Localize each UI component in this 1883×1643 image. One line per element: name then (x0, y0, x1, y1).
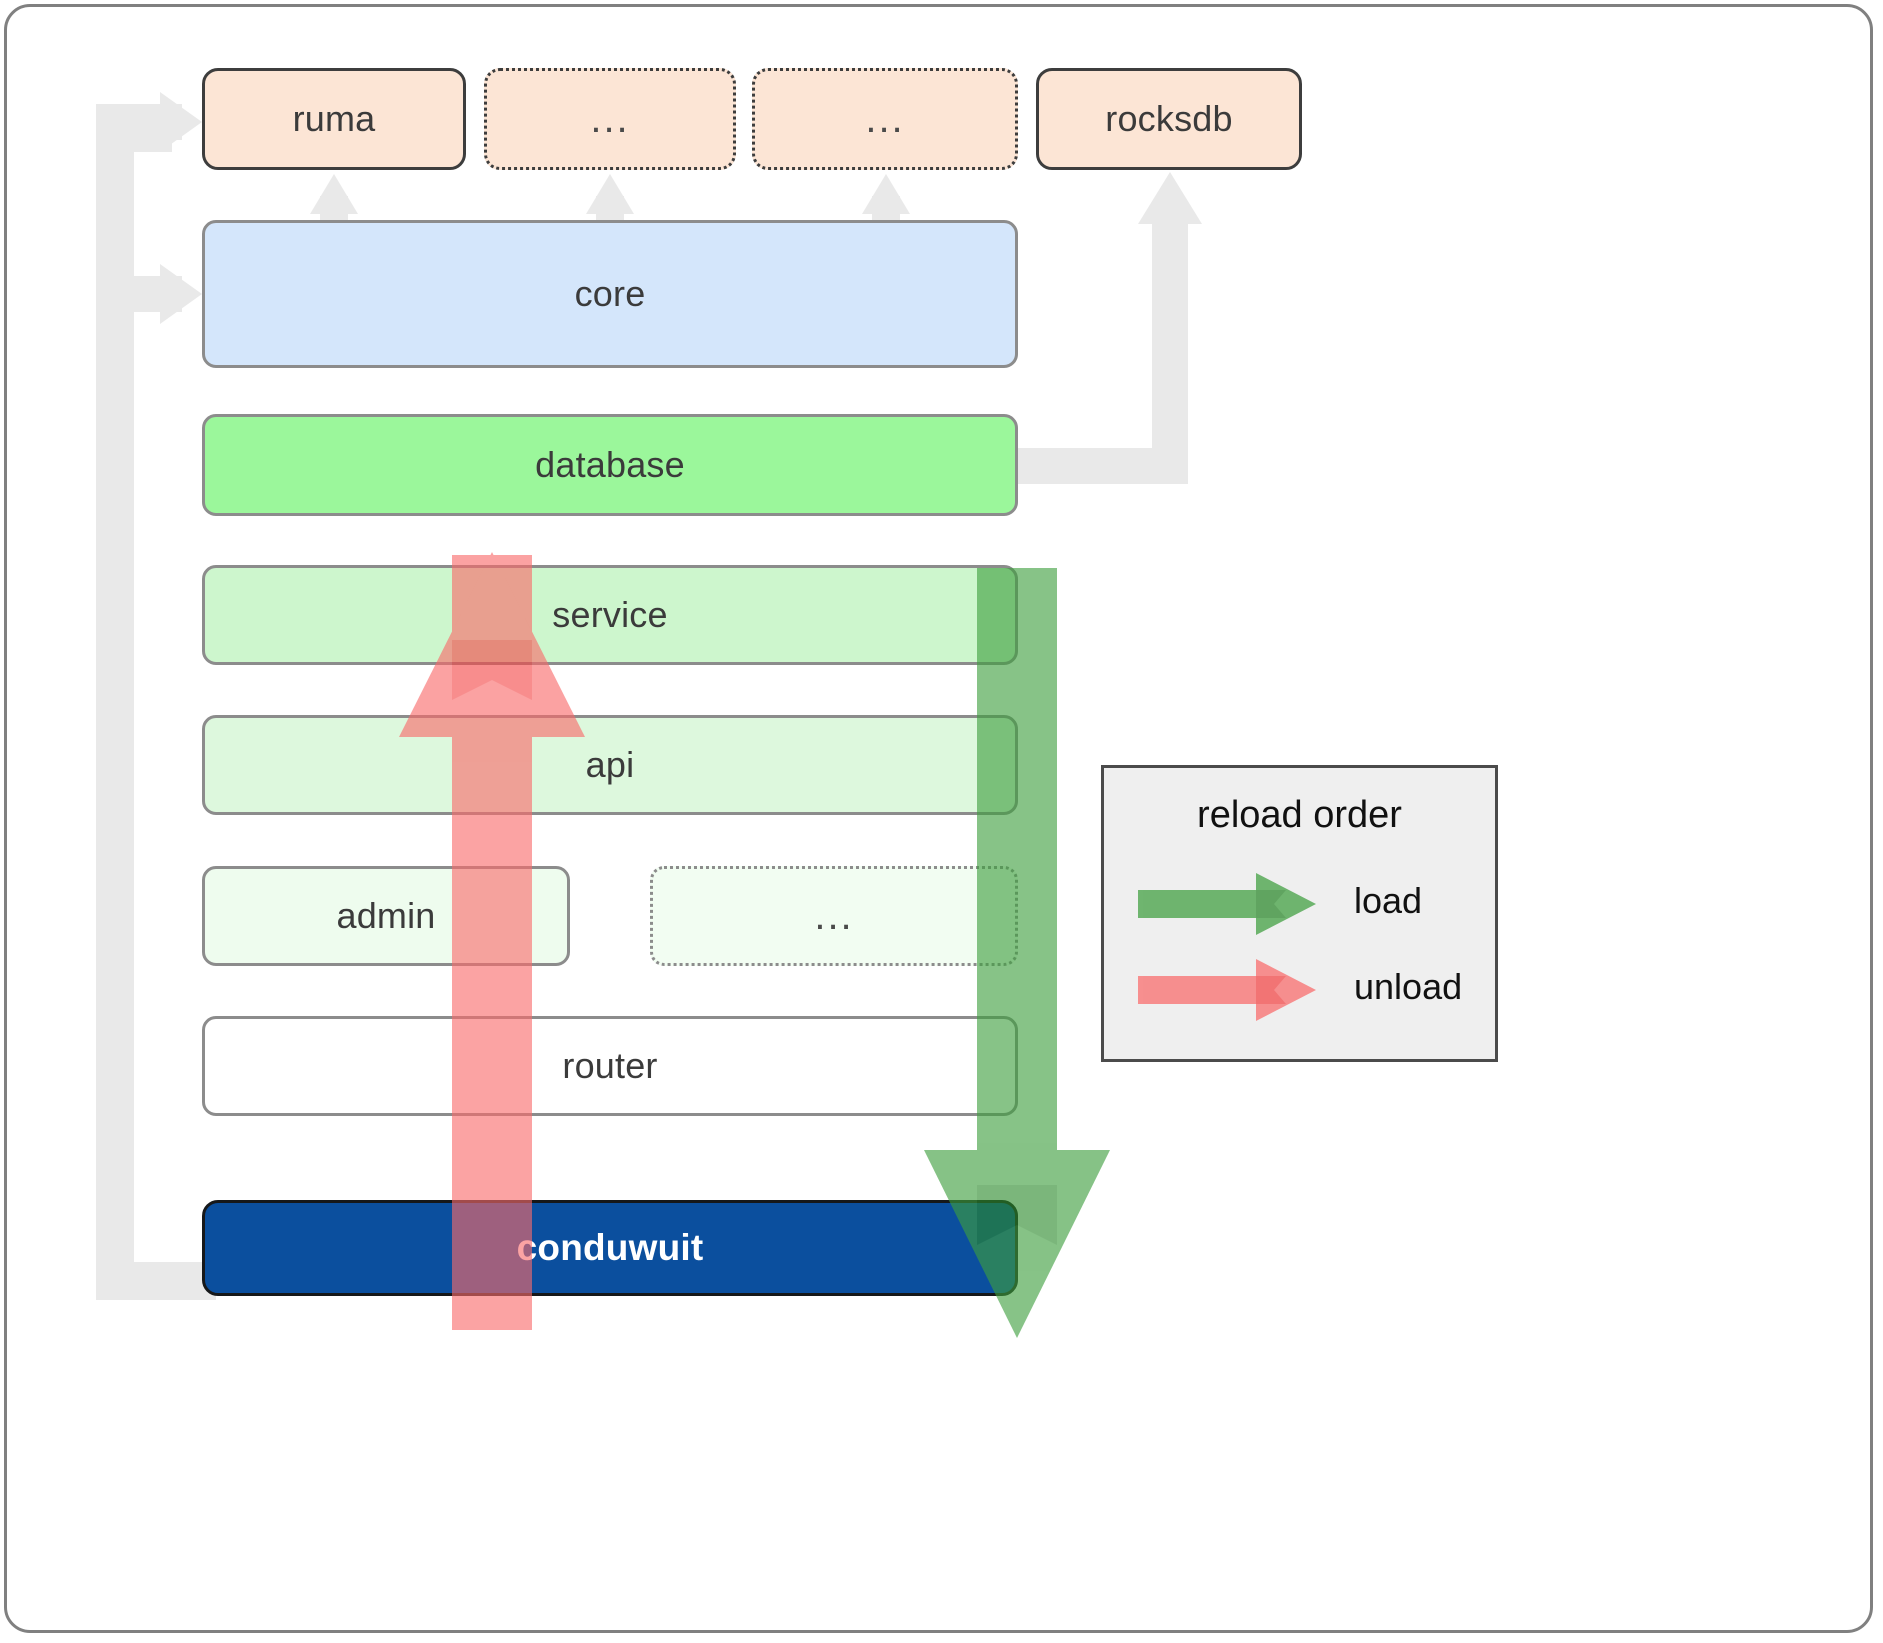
layer-box-database[interactable]: database (202, 414, 1018, 516)
dependency-label-ruma: ruma (292, 98, 376, 139)
layer-label-service: service (552, 594, 668, 635)
layer-box-service[interactable]: service (202, 565, 1018, 665)
layer-box-router[interactable]: router (202, 1016, 1018, 1116)
layer-box-api[interactable]: api (202, 715, 1018, 815)
dependency-box-ellipsis-1[interactable]: ... (484, 68, 736, 170)
binary-box-conduwuit[interactable]: conduwuit (202, 1200, 1018, 1296)
layer-box-core[interactable]: core (202, 220, 1018, 368)
dependency-box-ruma[interactable]: ruma (202, 68, 466, 170)
layer-label-database: database (535, 444, 685, 485)
layer-box-ellipsis[interactable]: ... (650, 866, 1018, 966)
legend-row-unload: unload (1104, 954, 1495, 1026)
legend-load-arrow-icon (1138, 873, 1316, 935)
dependency-label-rocksdb: rocksdb (1105, 98, 1233, 139)
dependency-label-ellipsis-2: ... (865, 97, 905, 141)
layer-label-core: core (574, 273, 646, 314)
dependency-label-ellipsis-1: ... (590, 97, 630, 141)
legend-unload-arrow-icon (1138, 959, 1316, 1021)
binary-label-conduwuit: conduwuit (516, 1227, 704, 1268)
layer-label-api: api (585, 744, 635, 785)
layer-label-router: router (562, 1045, 658, 1086)
legend-title: reload order (1197, 794, 1402, 836)
legend-label-unload: unload (1354, 966, 1463, 1007)
legend-label-load: load (1354, 880, 1423, 921)
legend-panel: reload order load unload (1101, 765, 1498, 1062)
layer-label-ellipsis: ... (814, 894, 854, 938)
layer-box-admin[interactable]: admin (202, 866, 570, 966)
legend-row-load: load (1104, 868, 1495, 940)
dependency-box-rocksdb[interactable]: rocksdb (1036, 68, 1302, 170)
dependency-box-ellipsis-2[interactable]: ... (752, 68, 1018, 170)
layer-label-admin: admin (336, 895, 436, 936)
